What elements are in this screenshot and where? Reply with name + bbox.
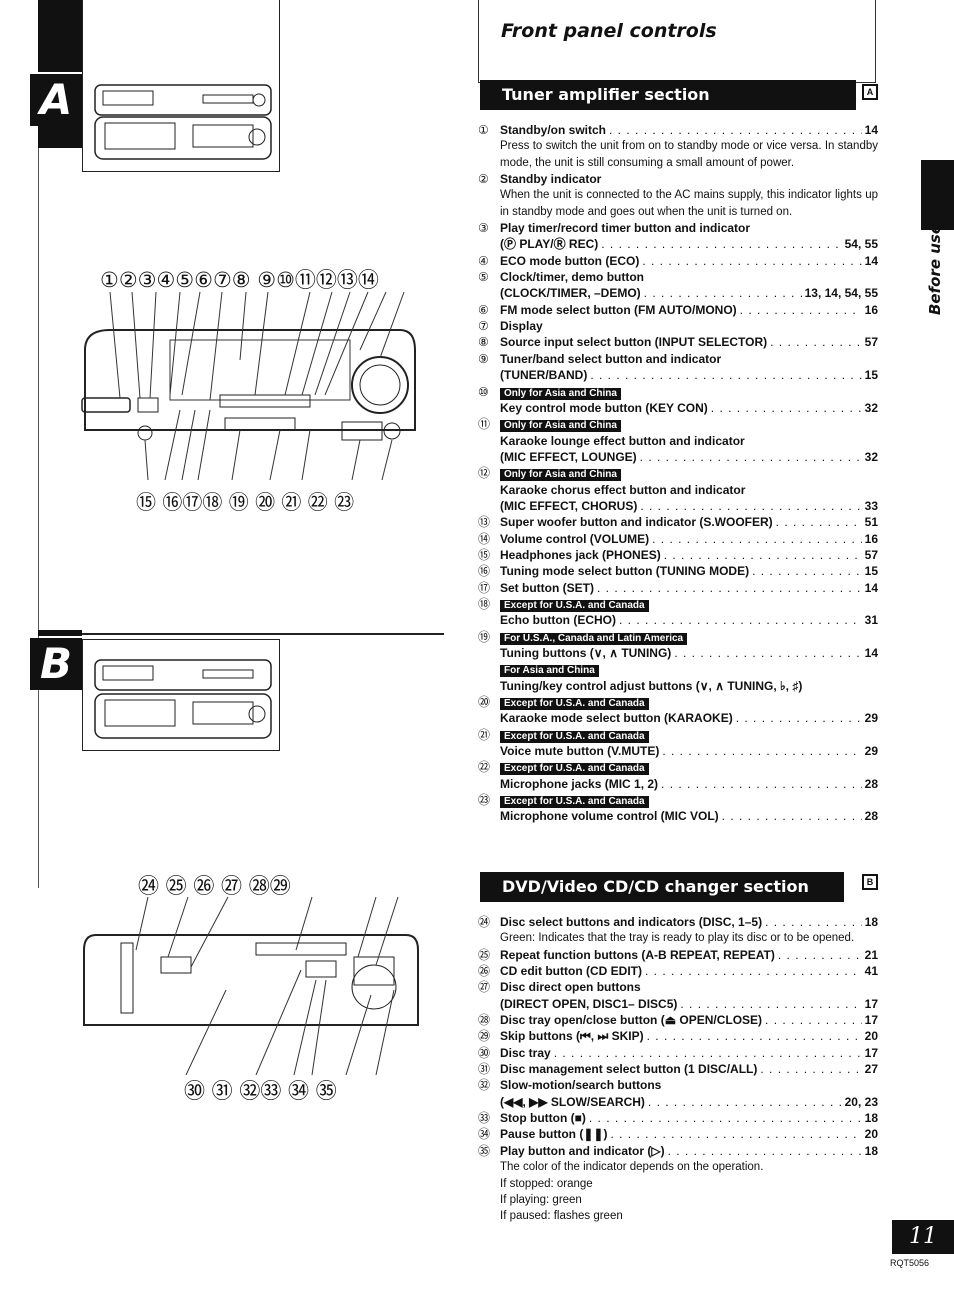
section-b-tag: B — [862, 874, 878, 890]
page-title-box: Front panel controls — [478, 0, 876, 83]
list-item: ⑰ Set button (SET)14 — [478, 580, 878, 596]
list-item: ㉔ Disc select buttons and indicators (DI… — [478, 914, 878, 947]
callouts-a-bottom: ⑮ ⑯⑰⑱ ⑲ ⑳ ㉑ ㉒ ㉓ — [136, 490, 355, 514]
region-badge: Except for U.S.A. and Canada — [500, 698, 649, 711]
section-a-tag: A — [862, 84, 878, 100]
list-item: ③ Play timer/record timer button and ind… — [478, 220, 878, 253]
section-a-heading: Tuner amplifier section — [480, 80, 856, 110]
list-item: ⑨ Tuner/band select button and indicator… — [478, 351, 878, 384]
list-item: ㉚ Disc tray17 — [478, 1045, 878, 1061]
doc-code: RQT5056 — [890, 1258, 930, 1268]
left-margin-line — [38, 148, 39, 888]
region-badge: Only for Asia and China — [500, 387, 621, 400]
list-item: ⑤ Clock/timer, demo button (CLOCK/TIMER,… — [478, 269, 878, 302]
callouts-b-top: ㉔ ㉕ ㉖ ㉗ ㉘㉙ — [138, 874, 291, 898]
list-item: ㉗ Disc direct open buttons (DIRECT OPEN,… — [478, 979, 878, 1012]
region-badge: Except for U.S.A. and Canada — [500, 796, 649, 809]
list-item: ⑦ Display — [478, 319, 543, 334]
list-item: ⑬ Super woofer button and indicator (S.W… — [478, 514, 878, 530]
list-item: ㉘ Disc tray open/close button (⏏ OPEN/CL… — [478, 1012, 878, 1028]
list-item: ㉞ Pause button (❚❚)20 — [478, 1126, 878, 1142]
dvd-changer-illustration — [83, 896, 419, 1075]
page-title: Front panel controls — [501, 20, 717, 42]
list-item: ⑳ Except for U.S.A. and Canada Karaoke m… — [478, 694, 878, 727]
list-item: ⑥ FM mode select button (FM AUTO/MONO)16 — [478, 302, 878, 318]
section-b-bar — [38, 630, 82, 636]
section-a-bar — [38, 0, 82, 72]
stereo-thumbnail-image — [94, 84, 272, 160]
section-a-letter: A — [30, 74, 82, 126]
section-a-bar-lower — [38, 126, 82, 148]
tuner-amplifier-illustration — [81, 291, 416, 480]
list-item: ㉙ Skip buttons (⏮, ⏭ SKIP)20 — [478, 1028, 878, 1044]
region-badge: Except for U.S.A. and Canada — [500, 599, 649, 612]
region-badge: For Asia and China — [500, 665, 599, 678]
list-item: ⑲ For U.S.A., Canada and Latin America T… — [478, 629, 878, 694]
list-item: ㉖ CD edit button (CD EDIT)41 — [478, 963, 878, 979]
section-b-letter: B — [30, 638, 82, 690]
callouts-b-bottom: ㉚ ㉛ ㉜㉝ ㉞ ㉟ — [184, 1079, 337, 1103]
region-badge: For U.S.A., Canada and Latin America — [500, 632, 688, 645]
list-item: ㉑ Except for U.S.A. and Canada Voice mut… — [478, 727, 878, 760]
list-item: ㉒ Except for U.S.A. and Canada Microphon… — [478, 759, 878, 792]
list-item: ⑩ Only for Asia and China Key control mo… — [478, 384, 878, 417]
side-tab — [921, 160, 954, 230]
list-item: ⑭ Volume control (VOLUME)16 — [478, 531, 878, 547]
list-item: ㉛ Disc management select button (1 DISC/… — [478, 1061, 878, 1077]
list-item: ⑪ Only for Asia and China Karaoke lounge… — [478, 416, 878, 465]
list-item: ⑧ Source input select button (INPUT SELE… — [478, 334, 878, 350]
list-item: ㉜ Slow-motion/search buttons (◀◀, ▶▶ SLO… — [478, 1077, 878, 1110]
list-item: ⑮ Headphones jack (PHONES)57 — [478, 547, 878, 563]
section-b-list: ㉔ Disc select buttons and indicators (DI… — [478, 914, 878, 1225]
list-item: ㉕ Repeat function buttons (A-B REPEAT, R… — [478, 947, 878, 963]
list-item: ㉝ Stop button (■)18 — [478, 1110, 878, 1126]
list-item: ㉓ Except for U.S.A. and Canada Microphon… — [478, 792, 878, 825]
section-a-list: ① Standby/on switch14 Press to switch th… — [478, 122, 878, 825]
list-item: ④ ECO mode button (ECO)14 — [478, 253, 878, 269]
region-badge: Except for U.S.A. and Canada — [500, 730, 649, 743]
callouts-a-top: ①②③④⑤⑥⑦⑧ ⑨⑩⑪⑫⑬⑭ — [100, 268, 379, 292]
list-item: ② Standby indicator When the unit is con… — [478, 172, 878, 218]
list-item: ㉟ Play button and indicator (▷)18 The co… — [478, 1143, 878, 1225]
section-b-heading: DVD/Video CD/CD changer section — [480, 872, 844, 902]
list-item: ① Standby/on switch14 Press to switch th… — [478, 122, 878, 171]
side-label: Before use — [926, 223, 944, 315]
region-badge: Only for Asia and China — [500, 420, 621, 433]
page-number: 11 — [892, 1220, 954, 1254]
region-badge: Except for U.S.A. and Canada — [500, 763, 649, 776]
list-item: ⑫ Only for Asia and China Karaoke chorus… — [478, 465, 878, 514]
list-item: ⑱ Except for U.S.A. and Canada Echo butt… — [478, 596, 878, 629]
section-a-thumbnail — [82, 0, 280, 172]
section-b-rule — [82, 633, 444, 635]
section-b-thumbnail — [82, 639, 280, 751]
stereo-thumbnail-b-image — [94, 659, 272, 739]
region-badge: Only for Asia and China — [500, 469, 621, 482]
list-item: ⑯ Tuning mode select button (TUNING MODE… — [478, 563, 878, 579]
side-label-box: Before use — [926, 215, 948, 315]
